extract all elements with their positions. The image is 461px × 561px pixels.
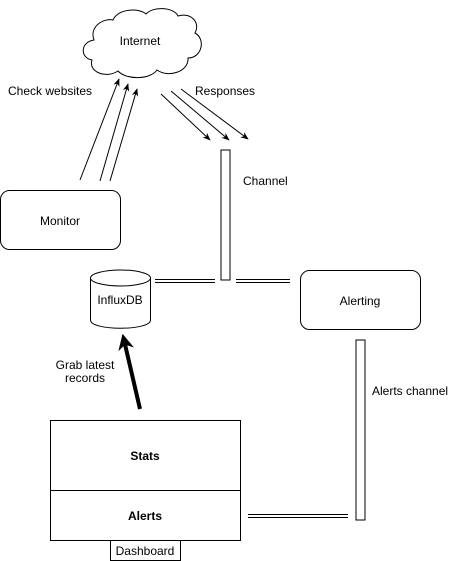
- db-channel-link: [155, 279, 215, 283]
- channel-label: Channel: [243, 174, 288, 188]
- grab-latest-label-line2: records: [65, 371, 105, 385]
- responses-label: Responses: [195, 84, 255, 98]
- stats-panel: [50, 420, 241, 491]
- monitor-node: Monitor: [0, 190, 121, 250]
- alerts-channel-label: Alerts channel: [372, 384, 448, 398]
- stats-label: Stats: [130, 449, 160, 463]
- responses-arrows: [160, 88, 249, 141]
- dashboard-node: Stats Alerts Dashboard: [50, 420, 241, 561]
- grab-latest-label-line1: Grab latest: [56, 358, 115, 372]
- internet-cloud: Internet: [82, 8, 202, 79]
- dashboard-label: Dashboard: [116, 544, 175, 558]
- alerts-label: Alerts: [128, 509, 162, 523]
- channel-bar: [220, 149, 231, 281]
- check-websites-arrows: [79, 78, 139, 182]
- influxdb-node: InfluxDB: [90, 269, 151, 329]
- alerting-node: Alerting: [300, 270, 421, 330]
- alerts-channel-bar: [355, 339, 366, 521]
- grab-latest-arrow: [118, 333, 142, 410]
- alerts-link: [248, 514, 348, 518]
- internet-label: Internet: [120, 34, 161, 48]
- channel-alerting-link: [236, 279, 290, 283]
- monitor-label: Monitor: [40, 214, 80, 228]
- influxdb-label: InfluxDB: [97, 293, 142, 307]
- alerting-label: Alerting: [340, 294, 381, 308]
- check-websites-label: Check websites: [8, 84, 92, 98]
